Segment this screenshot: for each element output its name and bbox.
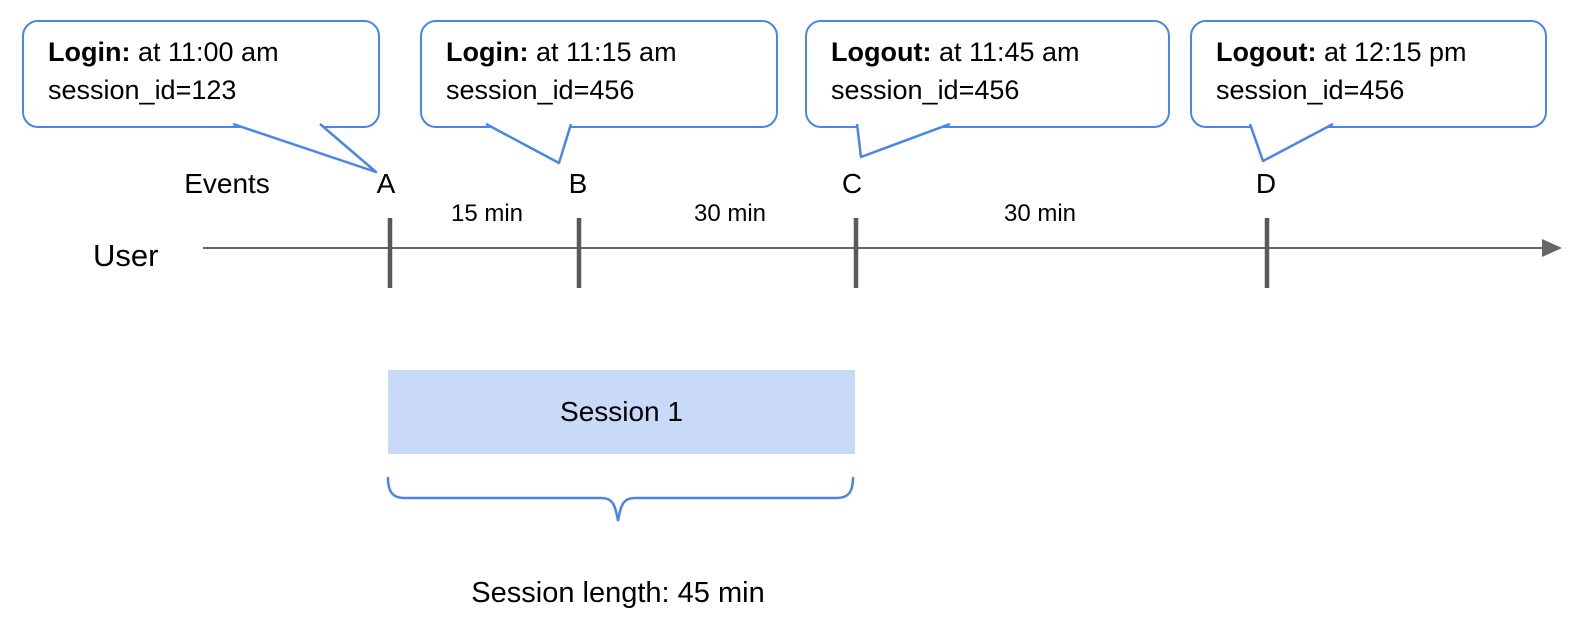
event-marker-c: C	[841, 168, 863, 199]
event-marker-d: D	[1255, 168, 1277, 199]
callout-session-line: session_id=456	[831, 75, 1020, 105]
timeline-arrowhead-icon	[1542, 239, 1562, 257]
session-1-label: Session 1	[560, 396, 683, 427]
callout-session-line: session_id=456	[446, 75, 635, 105]
interval-label-ab: 15 min	[450, 200, 524, 227]
callout-event-line: Logout: at 11:45 am	[831, 33, 1144, 71]
event-type-label: Logout:	[831, 37, 932, 67]
event-time-text: at 11:45 am	[931, 37, 1080, 67]
event-type-label: Login:	[446, 37, 529, 67]
callout-logout-c: Logout: at 11:45 am session_id=456	[805, 20, 1170, 128]
interval-label-bc: 30 min	[693, 200, 767, 227]
callout-logout-d: Logout: at 12:15 pm session_id=456	[1190, 20, 1547, 128]
session-length-label: Session length: 45 min	[471, 577, 765, 609]
callout-login-a: Login: at 11:00 am session_id=123	[22, 20, 380, 128]
callout-login-b: Login: at 11:15 am session_id=456	[420, 20, 778, 128]
event-time-text: at 11:15 am	[528, 37, 677, 67]
callout-tail-a	[232, 122, 378, 174]
user-axis-label: User	[93, 238, 159, 273]
event-marker-a: A	[376, 168, 396, 199]
event-marker-b: B	[568, 168, 588, 199]
callout-tail-d	[1248, 122, 1334, 163]
callout-event-line: Login: at 11:00 am	[48, 33, 354, 71]
interval-label-cd: 30 min	[1003, 200, 1077, 227]
event-time-text: at 12:15 pm	[1316, 37, 1467, 67]
events-label: Events	[184, 168, 270, 199]
event-type-label: Login:	[48, 37, 131, 67]
callout-event-line: Login: at 11:15 am	[446, 33, 752, 71]
callout-tail-b	[485, 122, 573, 165]
session-1-band: Session 1	[388, 370, 855, 454]
callout-tail-c	[855, 122, 951, 159]
callout-session-line: session_id=123	[48, 75, 237, 105]
event-type-label: Logout:	[1216, 37, 1317, 67]
callout-session-line: session_id=456	[1216, 75, 1405, 105]
callout-event-line: Logout: at 12:15 pm	[1216, 33, 1521, 71]
event-time-text: at 11:00 am	[130, 37, 279, 67]
session-length-brace	[386, 476, 855, 522]
